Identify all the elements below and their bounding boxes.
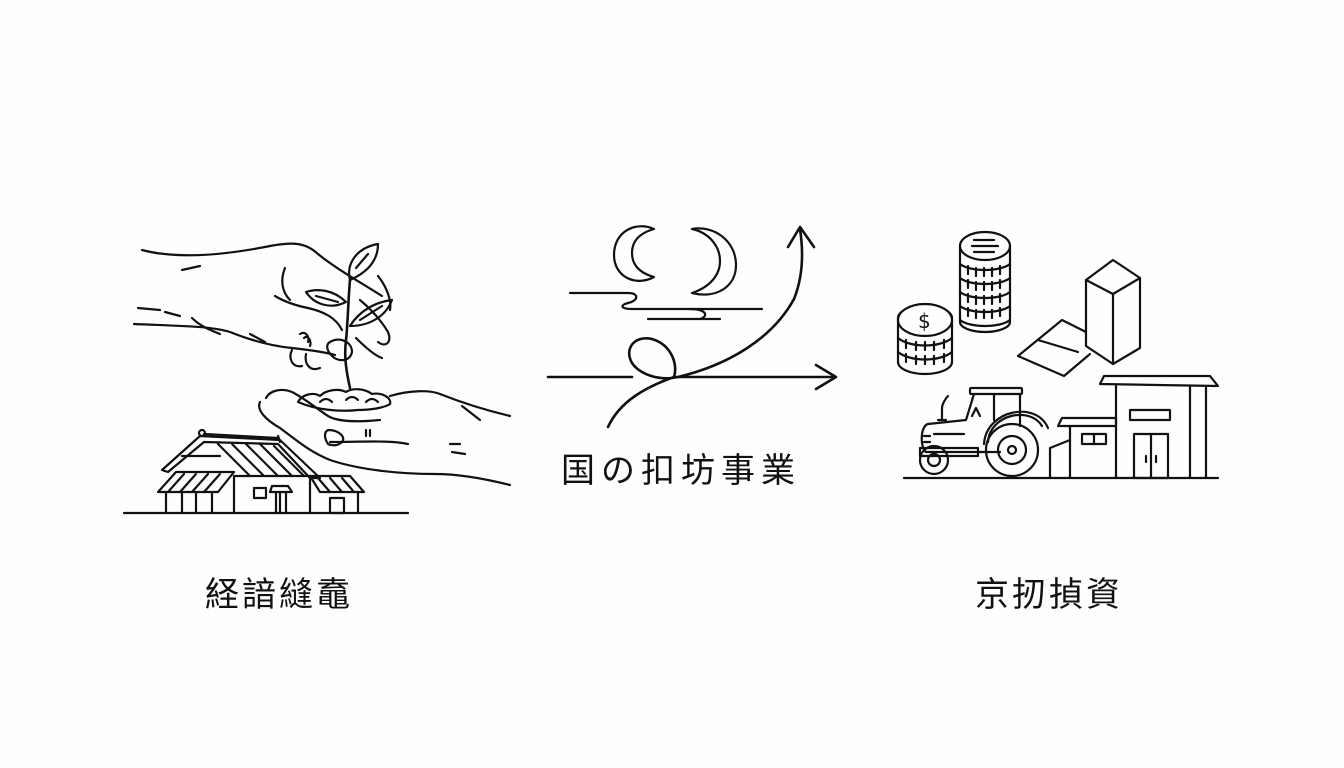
left-caption: 経諳縫鼁 [205, 575, 353, 615]
center-illustration [540, 215, 850, 440]
tractor-icon [918, 386, 1050, 478]
factory-building-icon [1048, 374, 1220, 480]
lower-hand-icon [258, 388, 512, 487]
soil-icon [296, 388, 392, 412]
center-caption: 国の扣坊事業 [561, 451, 801, 491]
coin-stack-dollar-icon: $ [896, 302, 954, 376]
box-icon [1016, 258, 1142, 378]
crescent-moon-icon [690, 227, 738, 296]
left-illustration [120, 230, 520, 520]
right-caption: 京扨揁資 [975, 575, 1123, 615]
farmhouse-icon [122, 428, 410, 515]
loop-arrow-icon [606, 225, 816, 429]
horizontal-arrow-icon [546, 363, 838, 391]
dollar-symbol: $ [918, 309, 931, 333]
cloud-lines-icon [568, 291, 764, 321]
crescent-moon-icon [612, 225, 656, 282]
right-illustration: $ [890, 220, 1230, 490]
seedling-icon [304, 242, 394, 390]
coin-stack-icon [958, 230, 1012, 334]
